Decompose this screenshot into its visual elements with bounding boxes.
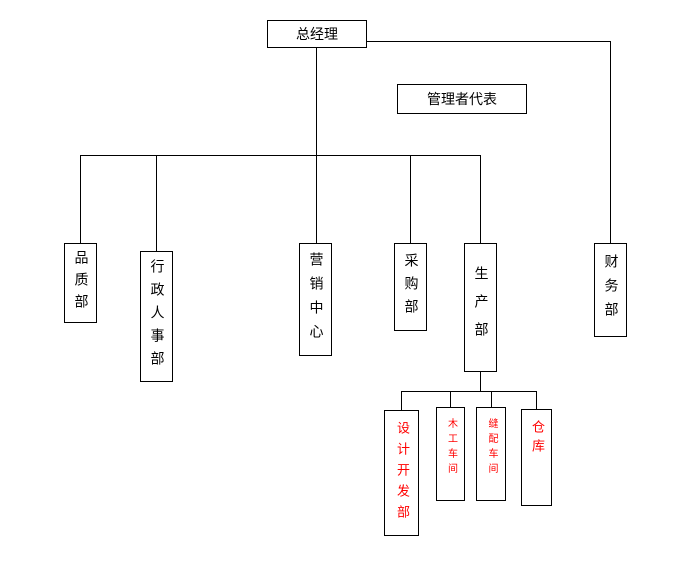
node-marketing-center-label: 营销中心: [307, 251, 324, 348]
node-design-dev-dept: 设计开发部: [384, 410, 419, 536]
node-general-manager: 总经理: [267, 20, 367, 48]
node-general-manager-label: 总经理: [296, 27, 338, 43]
node-purchasing-dept-label: 采购部: [402, 252, 419, 322]
connector-drop-production: [480, 155, 481, 243]
node-marketing-center: 营销中心: [299, 243, 332, 356]
node-warehouse-label: 仓库: [529, 420, 544, 458]
connector-main-horizontal: [80, 155, 481, 156]
node-design-dev-dept-label: 设计开发部: [394, 420, 409, 526]
node-purchasing-dept: 采购部: [394, 243, 427, 331]
connector-drop-design-dev: [401, 391, 402, 410]
connector-drop-woodwork: [450, 391, 451, 407]
node-production-dept: 生产部: [464, 243, 497, 372]
node-quality-dept-label: 品质部: [72, 250, 89, 316]
node-quality-dept: 品质部: [64, 243, 97, 323]
node-production-dept-label: 生产部: [472, 265, 489, 350]
node-finance-dept-label: 财务部: [602, 254, 619, 326]
node-warehouse: 仓库: [521, 409, 552, 506]
node-sewing-shop: 缝配车间: [476, 407, 506, 501]
connector-drop-purchasing: [410, 155, 411, 243]
connector-sub-horizontal: [401, 391, 537, 392]
node-admin-hr-dept-label: 行政人事部: [148, 259, 165, 374]
node-management-rep: 管理者代表: [397, 84, 527, 114]
connector-finance-vertical: [610, 41, 611, 243]
connector-trunk-vertical: [316, 48, 317, 243]
connector-production-stub: [480, 372, 481, 391]
node-sewing-shop-label: 缝配车间: [486, 418, 497, 478]
node-management-rep-label: 管理者代表: [427, 92, 497, 108]
connector-finance-horizontal: [367, 41, 611, 42]
connector-drop-quality: [80, 155, 81, 243]
connector-drop-admin-hr: [156, 155, 157, 251]
connector-drop-sewing: [491, 391, 492, 407]
node-admin-hr-dept: 行政人事部: [140, 251, 173, 382]
node-woodwork-shop-label: 木工车间: [445, 418, 457, 478]
connector-drop-warehouse: [536, 391, 537, 409]
node-woodwork-shop: 木工车间: [436, 407, 465, 501]
node-finance-dept: 财务部: [594, 243, 627, 337]
